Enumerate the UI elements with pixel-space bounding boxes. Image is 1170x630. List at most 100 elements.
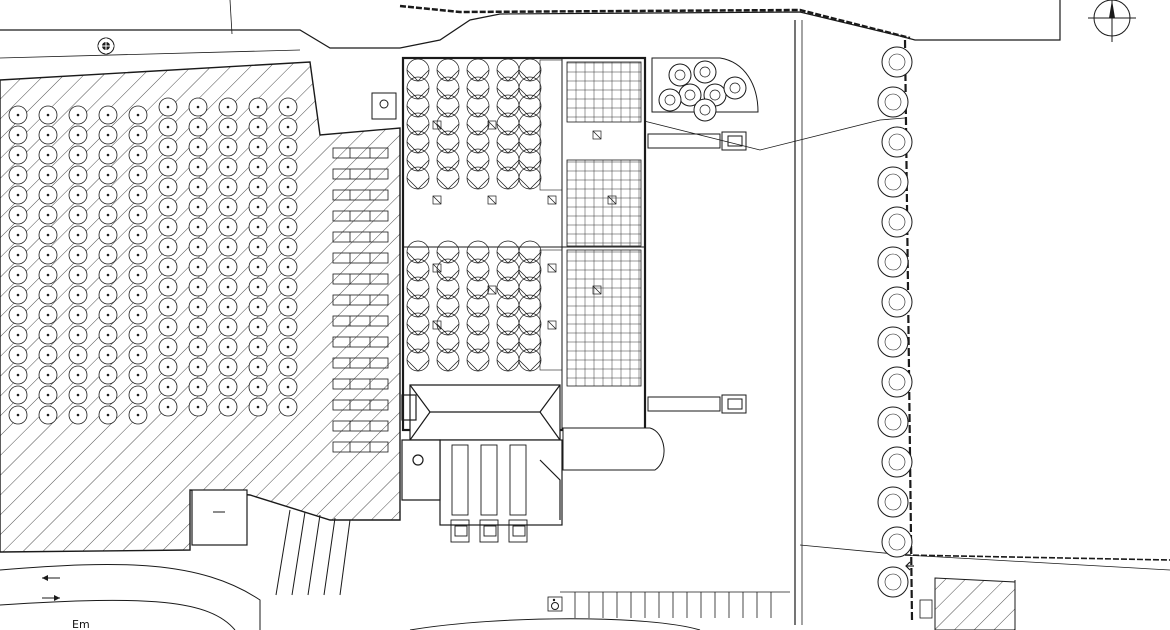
parking-tree bbox=[98, 365, 118, 385]
parking-tree bbox=[98, 225, 118, 245]
parking-tree bbox=[128, 305, 148, 325]
column-marker bbox=[432, 320, 442, 330]
parking-tree bbox=[158, 277, 178, 297]
rack-unit bbox=[518, 58, 542, 82]
roadside-tree bbox=[877, 86, 909, 118]
car-stall bbox=[332, 147, 389, 159]
rack-unit bbox=[496, 348, 520, 372]
parking-tree bbox=[188, 257, 208, 277]
parking-tree bbox=[158, 137, 178, 157]
parking-tree bbox=[248, 177, 268, 197]
parking-tree bbox=[68, 145, 88, 165]
parking-tree bbox=[128, 265, 148, 285]
rack-unit bbox=[406, 76, 430, 100]
dock-truck-bays bbox=[450, 444, 528, 543]
parking-tree bbox=[98, 125, 118, 145]
north-arrow-icon bbox=[1088, 0, 1136, 42]
rack-unit bbox=[518, 148, 542, 172]
parking-tree bbox=[158, 157, 178, 177]
parking-tree bbox=[8, 245, 28, 265]
rack-unit bbox=[518, 312, 542, 336]
parking-tree bbox=[8, 345, 28, 365]
parking-tree bbox=[278, 397, 298, 417]
roadside-tree bbox=[877, 566, 909, 598]
parking-tree bbox=[218, 257, 238, 277]
warehouse-building bbox=[401, 56, 647, 432]
parking-tree bbox=[158, 217, 178, 237]
parking-tree bbox=[158, 297, 178, 317]
column-marker bbox=[547, 320, 557, 330]
car-stall bbox=[332, 378, 389, 390]
parking-tree bbox=[8, 225, 28, 245]
rack-unit bbox=[518, 330, 542, 354]
parking-tree bbox=[8, 405, 28, 425]
parking-tree bbox=[98, 145, 118, 165]
rack-unit bbox=[466, 258, 490, 282]
parking-tree bbox=[128, 245, 148, 265]
parking-tree bbox=[218, 157, 238, 177]
bottom-parking-stalls bbox=[560, 591, 790, 618]
parking-tree bbox=[248, 377, 268, 397]
car-stall bbox=[332, 210, 389, 222]
parking-tree bbox=[218, 297, 238, 317]
parking-tree bbox=[278, 317, 298, 337]
parking-tree bbox=[38, 205, 58, 225]
parking-tree bbox=[188, 97, 208, 117]
car-stall bbox=[332, 294, 389, 306]
parking-tree bbox=[218, 177, 238, 197]
parking-tree bbox=[68, 325, 88, 345]
car-stall bbox=[332, 252, 389, 264]
car-stall bbox=[332, 420, 389, 432]
rack-unit bbox=[518, 240, 542, 264]
parking-tree bbox=[278, 97, 298, 117]
parking-tree bbox=[278, 137, 298, 157]
rack-unit bbox=[466, 294, 490, 318]
parking-tree bbox=[38, 325, 58, 345]
parking-tree bbox=[218, 357, 238, 377]
parking-tree bbox=[98, 205, 118, 225]
rack-unit bbox=[406, 166, 430, 190]
rack-unit bbox=[406, 112, 430, 136]
parking-tree bbox=[278, 377, 298, 397]
column-marker bbox=[547, 195, 557, 205]
rack-unit bbox=[436, 330, 460, 354]
parking-tree bbox=[8, 285, 28, 305]
rack-unit bbox=[518, 130, 542, 154]
parking-tree bbox=[128, 165, 148, 185]
parking-tree bbox=[38, 145, 58, 165]
roadside-tree bbox=[881, 126, 913, 158]
parking-tree bbox=[278, 297, 298, 317]
parking-tree bbox=[98, 265, 118, 285]
car-stall bbox=[332, 231, 389, 243]
parking-tree bbox=[188, 177, 208, 197]
rack-unit bbox=[436, 166, 460, 190]
dock-truck bbox=[508, 444, 528, 543]
parking-tree bbox=[38, 345, 58, 365]
rack-unit bbox=[518, 94, 542, 118]
roadside-tree bbox=[877, 166, 909, 198]
parking-tree bbox=[248, 237, 268, 257]
parking-tree bbox=[98, 165, 118, 185]
column-marker bbox=[592, 130, 602, 140]
parking-tree bbox=[8, 185, 28, 205]
parking-tree bbox=[278, 237, 298, 257]
parking-tree bbox=[68, 265, 88, 285]
parking-tree bbox=[278, 337, 298, 357]
roadside-tree bbox=[881, 286, 913, 318]
roadside-tree bbox=[881, 526, 913, 558]
parking-tree bbox=[8, 125, 28, 145]
parking-tree bbox=[98, 325, 118, 345]
parking-tree bbox=[248, 317, 268, 337]
parking-tree bbox=[8, 105, 28, 125]
rack-unit bbox=[466, 276, 490, 300]
roadside-tree-row bbox=[877, 46, 913, 598]
bed-tree bbox=[668, 63, 692, 87]
parking-tree bbox=[38, 245, 58, 265]
parking-tree bbox=[158, 377, 178, 397]
parking-tree bbox=[8, 385, 28, 405]
rack-unit bbox=[406, 148, 430, 172]
parking-tree bbox=[158, 337, 178, 357]
parking-tree bbox=[128, 385, 148, 405]
arrow-left-icon bbox=[905, 561, 914, 571]
